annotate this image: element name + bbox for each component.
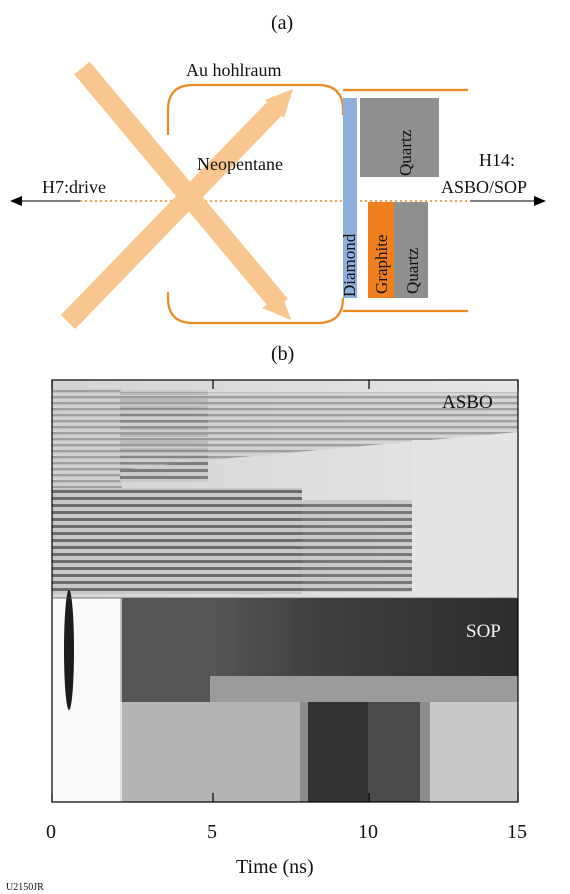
sop-label: SOP [466, 621, 501, 642]
asbo-streak [52, 380, 518, 598]
drive-arrowhead [10, 196, 22, 206]
x-axis-label: Time (ns) [236, 856, 314, 878]
x-ticks [51, 380, 519, 802]
laser-arrowhead-2 [265, 89, 293, 118]
x-tick-label-5: 5 [207, 821, 217, 843]
drive-label: H7:drive [42, 177, 106, 197]
laser-beams [60, 61, 293, 329]
fiducial-streak [64, 590, 74, 710]
diamond-label: Diamond [340, 233, 359, 297]
diagnostic-label-line2: ASBO/SOP [441, 177, 527, 197]
quartz-bottom-label: Quartz [403, 247, 422, 294]
panel-b-label: (b) [271, 343, 295, 365]
laser-beam-1 [74, 61, 288, 312]
graphite-label: Graphite [372, 235, 391, 294]
quartz-bottom-block [394, 202, 428, 298]
diamond-layer [343, 98, 357, 298]
asbo-label: ASBO [442, 392, 493, 413]
x-tick-label-15: 15 [507, 821, 527, 843]
laser-beam-2 [60, 96, 288, 329]
hohlraum-outline [166, 83, 345, 135]
sop-streak [52, 590, 518, 802]
diagnostic-label-line1: H14: [479, 150, 515, 170]
laser-arrowhead-1 [262, 292, 291, 320]
hohlraum-outline-lower [166, 292, 345, 325]
quartz-top-block [360, 98, 439, 177]
panel-a-label: (a) [271, 12, 294, 34]
gas-label: Neopentane [197, 154, 283, 174]
graphite-layer [368, 202, 394, 298]
diagnostic-arrowhead [534, 196, 546, 206]
quartz-top-label: Quartz [396, 129, 415, 176]
plot-frame [51, 379, 519, 803]
x-tick-label-0: 0 [46, 821, 56, 843]
target-schematic: Diamond Graphite Quartz Quartz Au hohlra… [10, 60, 546, 329]
x-tick-label-10: 10 [358, 821, 378, 843]
figure-id: U2150JR [6, 882, 44, 893]
hohlraum-label: Au hohlraum [186, 60, 281, 80]
